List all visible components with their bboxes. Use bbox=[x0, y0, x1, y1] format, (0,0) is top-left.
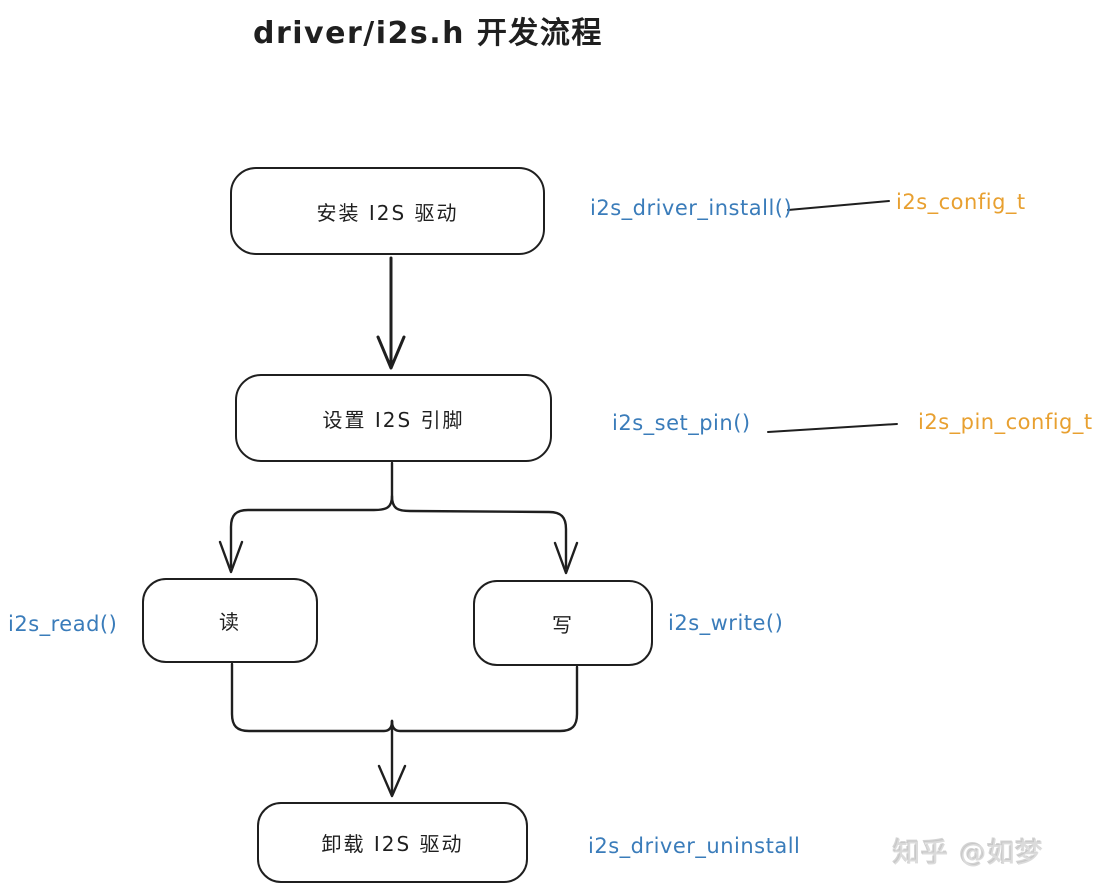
annotation-read-function: i2s_read() bbox=[8, 612, 118, 636]
merge-read-to-uninstall bbox=[230, 662, 394, 733]
annotation-write-function: i2s_write() bbox=[668, 611, 784, 635]
zhihu-watermark: 知乎 @如梦 bbox=[893, 838, 1044, 869]
diagram-title: driver/i2s.h 开发流程 bbox=[253, 16, 603, 51]
annotation-uninstall-function: i2s_driver_uninstall bbox=[588, 834, 801, 858]
line-setpinfn-to-pinconfigt bbox=[767, 423, 898, 433]
arrowhead-to-uninstall bbox=[377, 764, 407, 798]
branch-setpin-to-read bbox=[229, 461, 394, 569]
arrowhead-install-to-setpin bbox=[376, 335, 406, 370]
line-installfn-to-configt bbox=[787, 200, 890, 211]
node-install-label: 安装 I2S 驱动 bbox=[316, 200, 459, 225]
arrowhead-to-read bbox=[218, 540, 244, 574]
node-set-pin-label: 设置 I2S 引脚 bbox=[322, 407, 465, 432]
annotation-config-type: i2s_config_t bbox=[896, 190, 1026, 214]
node-write-label: 写 bbox=[552, 612, 574, 637]
arrowhead-to-write bbox=[553, 541, 579, 575]
node-read: 读 bbox=[142, 578, 318, 663]
annotation-pin-config-type: i2s_pin_config_t bbox=[918, 410, 1093, 434]
branch-setpin-to-write bbox=[390, 494, 568, 570]
merge-write-to-uninstall bbox=[390, 665, 579, 733]
node-read-label: 读 bbox=[219, 610, 241, 634]
node-set-pin: 设置 I2S 引脚 bbox=[235, 374, 552, 462]
annotation-install-function: i2s_driver_install() bbox=[590, 196, 793, 220]
node-install-driver: 安装 I2S 驱动 bbox=[230, 167, 545, 255]
annotation-set-pin-function: i2s_set_pin() bbox=[612, 411, 751, 435]
node-uninstall-label: 卸载 I2S 驱动 bbox=[321, 832, 464, 856]
node-write: 写 bbox=[473, 580, 653, 666]
node-uninstall-driver: 卸载 I2S 驱动 bbox=[257, 802, 528, 883]
